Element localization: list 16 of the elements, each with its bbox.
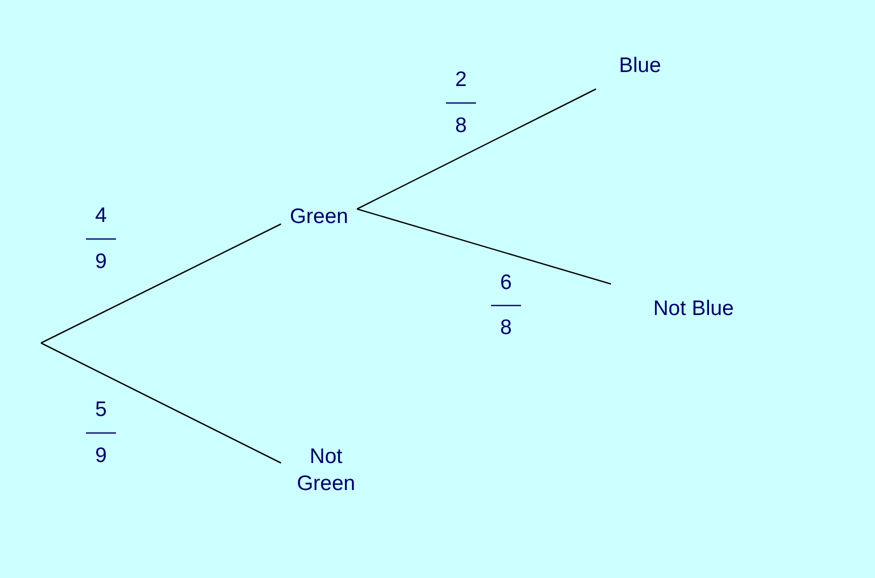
fraction-denominator: 8 (499, 316, 513, 340)
fraction-numerator: 5 (94, 398, 108, 422)
branch-line (40, 223, 282, 344)
fraction-numerator: 2 (454, 68, 468, 92)
outcome-label: Not Green (296, 444, 356, 497)
branch-line (356, 208, 612, 285)
fraction-denominator: 8 (454, 114, 468, 138)
fraction-numerator: 4 (94, 204, 108, 228)
fraction-denominator: 9 (94, 250, 108, 274)
outcome-label: Not Blue (652, 296, 735, 322)
branch-line (40, 342, 282, 464)
fraction-numerator: 6 (499, 271, 513, 295)
branch-line (356, 88, 596, 210)
outcome-label: Green (288, 204, 350, 230)
outcome-label: Blue (618, 53, 662, 79)
fraction-denominator: 9 (94, 444, 108, 468)
